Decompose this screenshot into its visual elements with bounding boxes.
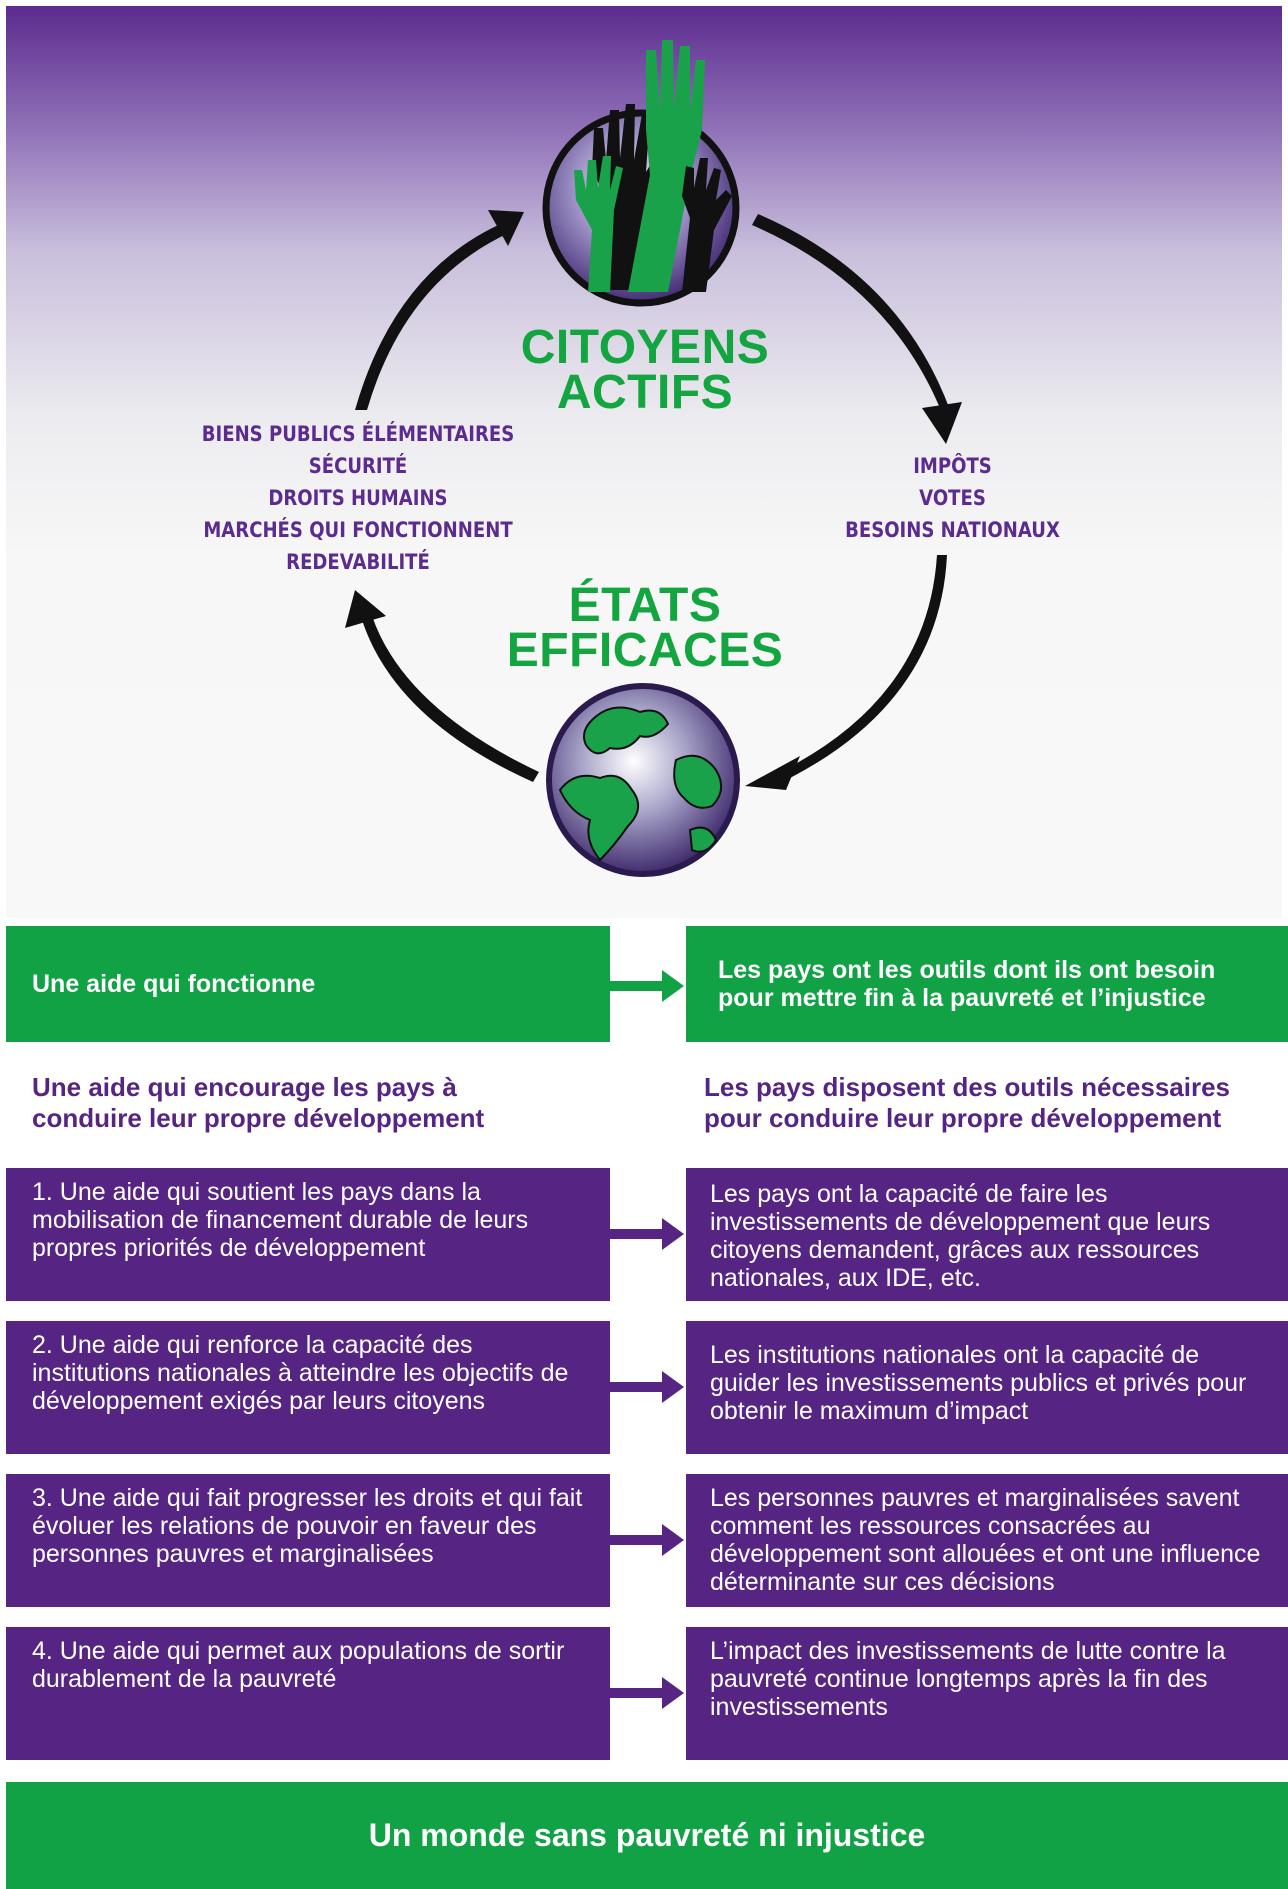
aid-row-1-left: 1. Une aide qui soutient les pays dans l…: [6, 1168, 610, 1301]
aid-row-4-right-text: L’impact des investissements de lutte co…: [710, 1637, 1226, 1721]
aid-row-4-left: 4. Une aide qui permet aux populations d…: [6, 1627, 610, 1760]
aid-row-2-right: Les institutions nationales ont la capac…: [686, 1321, 1288, 1454]
row-4-arrow: [606, 1677, 684, 1709]
aid-row-4-right: L’impact des investissements de lutte co…: [686, 1627, 1288, 1760]
left-benefit-item: DROITS HUMAINS: [268, 486, 448, 510]
right-input-item: BESOINS NATIONAUX: [845, 518, 1060, 542]
countries-tools-box: Les pays ont les outils dont ils ont bes…: [686, 926, 1288, 1042]
aid-row-2-right-text: Les institutions nationales ont la capac…: [710, 1341, 1247, 1425]
aid-row-3-right-text: Les personnes pauvres et marginalisées s…: [710, 1484, 1261, 1596]
aid-row-1-left-text: 1. Une aide qui soutient les pays dans l…: [32, 1178, 529, 1262]
aid-row-3-left-text: 3. Une aide qui fait progresser les droi…: [32, 1484, 583, 1568]
right-inputs-list: IMPÔTS VOTES BESOINS NATIONAUX: [830, 450, 1075, 546]
aid-row-2-left-text: 2. Une aide qui renforce la capacité des…: [32, 1331, 569, 1415]
left-benefit-item: BIENS PUBLICS ÉLÉMENTAIRES: [201, 422, 515, 446]
main-row-arrow: [606, 970, 684, 1002]
footer-text: Un monde sans pauvreté ni injustice: [368, 1817, 926, 1853]
aid-row-1-right: Les pays ont la capacité de faire les in…: [686, 1168, 1288, 1301]
right-input-item: IMPÔTS: [913, 454, 992, 478]
aid-works-label: Une aide qui fonctionne: [32, 970, 316, 998]
footer-banner: Un monde sans pauvreté ni injustice: [6, 1782, 1288, 1889]
globe-icon: [546, 683, 740, 877]
aid-row-2-left: 2. Une aide qui renforce la capacité des…: [6, 1321, 610, 1454]
right-input-item: VOTES: [919, 486, 986, 510]
aid-row-3-right: Les personnes pauvres et marginalisées s…: [686, 1474, 1288, 1607]
left-benefit-item: REDEVABILITÉ: [286, 550, 430, 574]
cycle-arrow-top-left: [355, 210, 524, 410]
cycle-arrow-top-right: [752, 214, 962, 444]
right-heading: Les pays disposent des outils nécessaire…: [704, 1072, 1231, 1133]
aid-row-4-left-text: 4. Une aide qui permet aux populations d…: [32, 1637, 565, 1693]
top-title-line-2: ACTIFS: [556, 366, 734, 419]
aid-row-3-left: 3. Une aide qui fait progresser les droi…: [6, 1474, 610, 1607]
top-title-line-1: CITOYENS: [520, 321, 770, 374]
aid-row-1-right-text: Les pays ont la capacité de faire les in…: [710, 1180, 1211, 1292]
bottom-title-line-1: ÉTATS: [568, 579, 722, 632]
raised-hands-icon: [542, 40, 740, 307]
left-benefits-list: BIENS PUBLICS ÉLÉMENTAIRES SÉCURITÉ DROI…: [186, 418, 530, 578]
row-1-arrow: [606, 1218, 684, 1250]
left-benefit-item: SÉCURITÉ: [308, 454, 408, 478]
cycle-arrow-bottom-right: [745, 555, 947, 790]
cycle-arrow-bottom-left: [345, 590, 539, 782]
row-2-arrow: [606, 1371, 684, 1403]
bottom-title-line-2: EFFICACES: [506, 624, 784, 677]
top-cycle-title: CITOYENS ACTIFS: [495, 321, 795, 419]
left-heading: Une aide qui encourage les pays à condui…: [32, 1072, 485, 1133]
bottom-cycle-title: ÉTATS EFFICACES: [480, 579, 810, 677]
left-benefit-item: MARCHÉS QUI FONCTIONNENT: [203, 518, 513, 542]
countries-tools-label: Les pays ont les outils dont ils ont bes…: [718, 956, 1216, 1012]
cycle-diagram: [345, 40, 962, 877]
aid-works-box: Une aide qui fonctionne: [6, 926, 610, 1042]
row-3-arrow: [606, 1524, 684, 1556]
